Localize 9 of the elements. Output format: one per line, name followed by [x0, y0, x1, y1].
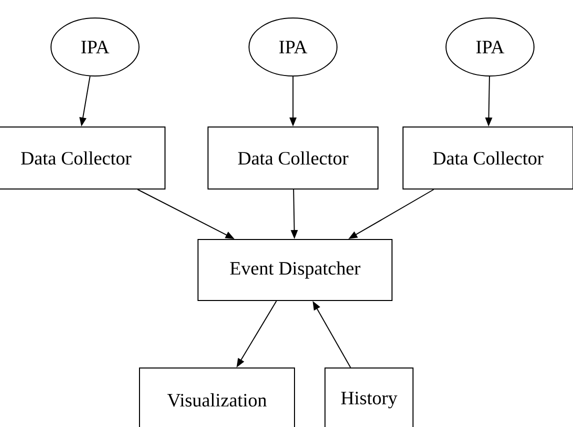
- process-box: Data Collector: [402, 126, 573, 190]
- ellipse-node: IPA: [50, 18, 140, 76]
- ellipse-node: IPA: [446, 18, 534, 76]
- process-box: Data Collector: [0, 126, 166, 190]
- process-box: Event Dispatcher: [198, 239, 392, 301]
- process-box: History: [324, 368, 414, 427]
- process-box: Data Collector: [208, 126, 378, 190]
- ellipse-node: IPA: [248, 18, 338, 76]
- process-box: Visualization: [139, 368, 295, 427]
